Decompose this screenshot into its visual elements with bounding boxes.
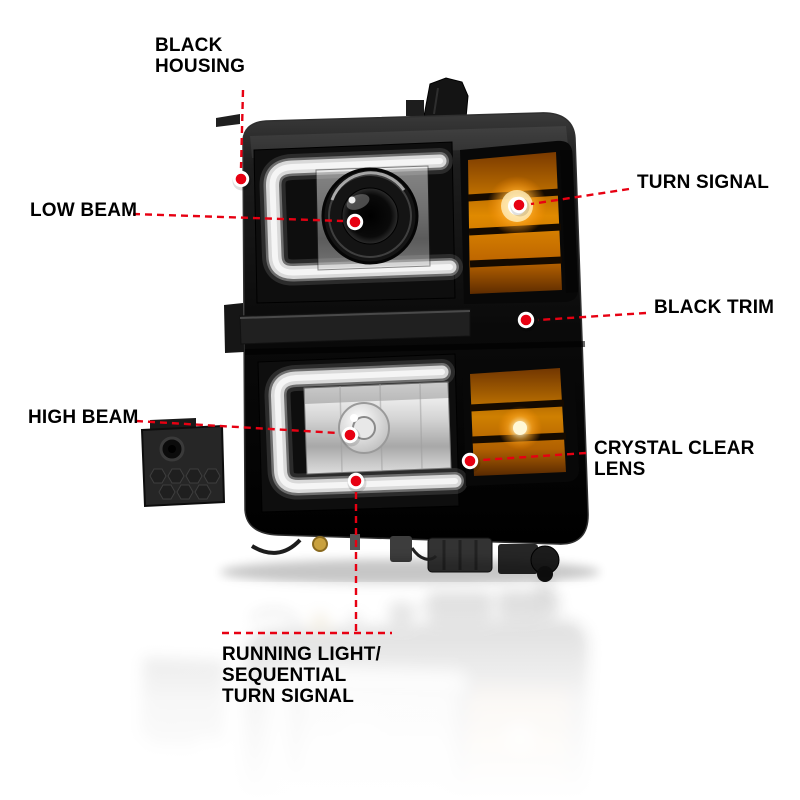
callout-label-black-housing: BLACK HOUSING [155, 35, 246, 77]
floor-shadow [220, 559, 600, 585]
callout-label-turn-signal: TURN SIGNAL [637, 172, 770, 193]
callout-label-running-light: RUNNING LIGHT/ SEQUENTIAL TURN SIGNAL [222, 644, 382, 707]
low-beam-projector [315, 165, 431, 271]
headlight-assembly [140, 77, 589, 582]
mounting-bracket-top [216, 77, 469, 127]
turn-signal-lamp [460, 140, 579, 304]
callout-label-low-beam: LOW BEAM [30, 200, 138, 221]
black-trim-band [224, 303, 586, 355]
side-reflector-amber [462, 359, 580, 486]
high-beam-reflector [303, 381, 452, 475]
mounting-bracket-left [140, 418, 226, 508]
callout-label-black-trim: BLACK TRIM [654, 297, 775, 318]
reflection-fade [0, 582, 800, 800]
callout-label-crystal-clear-lens: CRYSTAL CLEAR LENS [594, 438, 755, 480]
callout-label-high-beam: HIGH BEAM [28, 407, 139, 428]
